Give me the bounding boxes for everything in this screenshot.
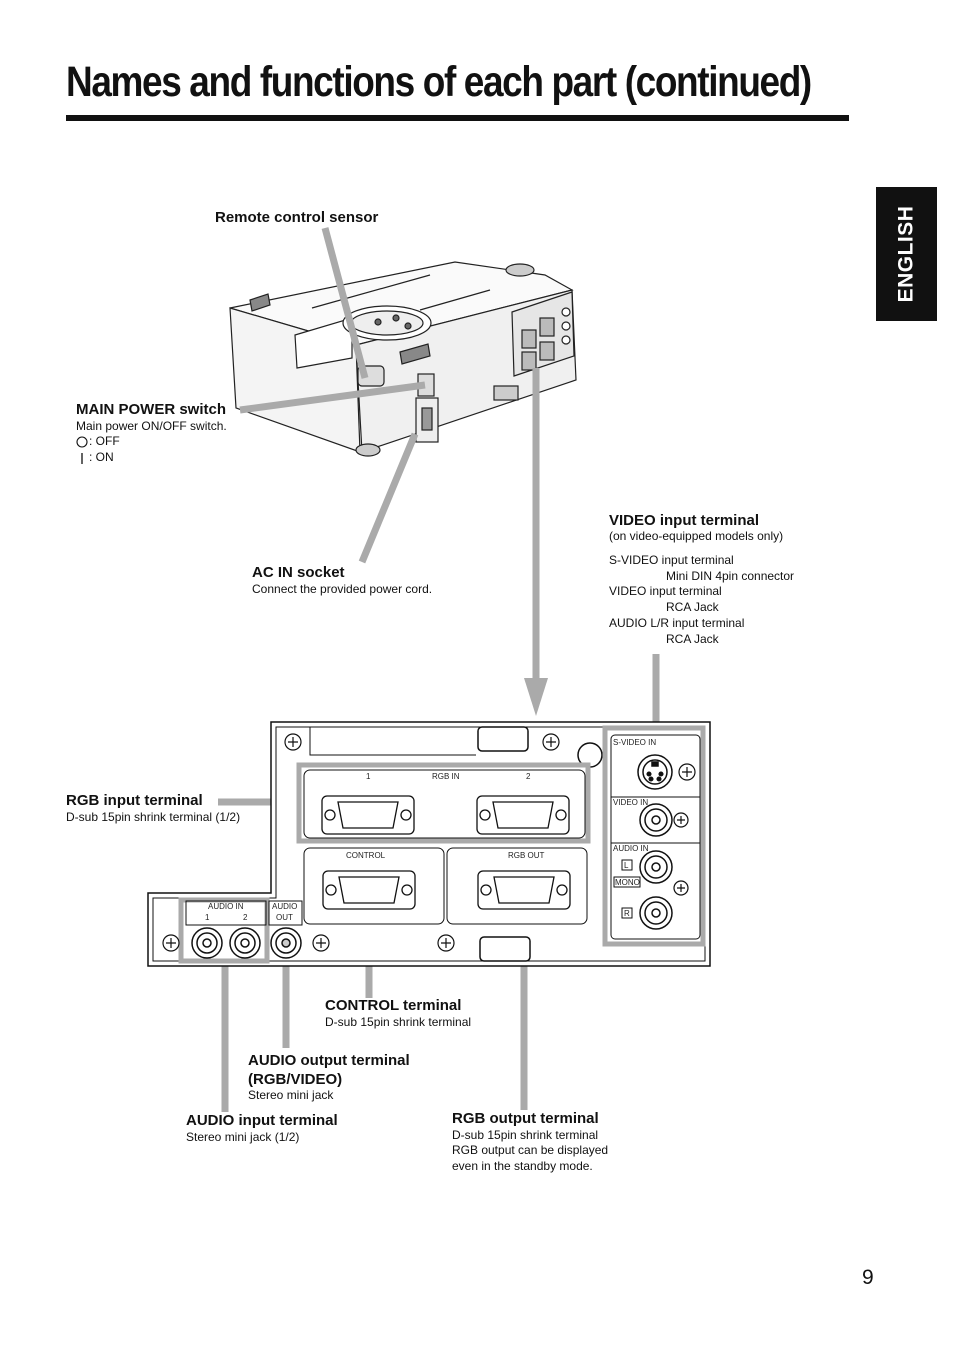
d-sub-connectors xyxy=(321,795,571,910)
audio-out-label-2: OUT xyxy=(276,913,293,922)
rgb-input-desc: D-sub 15pin shrink terminal (1/2) xyxy=(66,810,241,824)
video-input-line-1: S-VIDEO input terminal xyxy=(609,553,734,567)
rgb-out-label: RGB OUT xyxy=(508,851,545,860)
page-title: Names and functions of each part (contin… xyxy=(66,58,812,106)
rgb-out-connector xyxy=(477,870,571,910)
video-panel-arrowhead xyxy=(524,678,548,716)
ac-in-leader xyxy=(358,432,419,564)
language-tab: ENGLISH xyxy=(876,187,937,321)
remote-sensor-leader xyxy=(321,227,369,379)
audio-output-title: AUDIO output terminal xyxy=(248,1052,410,1069)
rgb-in-label: RGB IN xyxy=(432,772,460,781)
rgb-output-title: RGB output terminal xyxy=(452,1110,599,1127)
ac-in-title: AC IN socket xyxy=(252,564,345,581)
video-input-title: VIDEO input terminal xyxy=(609,512,760,529)
projector-illustration xyxy=(229,261,577,457)
rgb-in-2-label: 2 xyxy=(526,772,531,781)
screws xyxy=(162,733,696,952)
main-power-on: : ON xyxy=(89,450,114,464)
rgb-in-1-connector xyxy=(321,795,415,835)
audio-in-label: AUDIO IN xyxy=(208,902,244,911)
main-power-leader xyxy=(239,381,426,414)
s-video-in-label: S-VIDEO IN xyxy=(613,738,656,747)
rgb-in-2-connector xyxy=(476,795,570,835)
control-panel-label: CONTROL xyxy=(346,851,386,860)
video-in-label: VIDEO IN xyxy=(613,798,648,807)
audio-jacks xyxy=(191,927,302,959)
main-power-off: : OFF xyxy=(89,434,120,448)
audio-output-desc: Stereo mini jack xyxy=(248,1088,334,1102)
video-input-line-5: AUDIO L/R input terminal xyxy=(609,616,745,630)
audio-in-2-label: 2 xyxy=(243,913,248,922)
audio-output-title-2: (RGB/VIDEO) xyxy=(248,1071,343,1088)
off-symbol xyxy=(76,436,88,448)
audio-input-title: AUDIO input terminal xyxy=(186,1112,338,1129)
rgb-output-line-1: D-sub 15pin shrink terminal xyxy=(452,1128,599,1142)
video-input-line-6: RCA Jack xyxy=(666,632,719,646)
page-number: 9 xyxy=(862,1266,874,1289)
video-input-line-2: Mini DIN 4pin connector xyxy=(666,569,795,583)
video-input-note: (on video-equipped models only) xyxy=(609,529,784,543)
control-connector xyxy=(322,870,416,910)
main-power-desc: Main power ON/OFF switch. xyxy=(76,419,227,433)
rgb-output-line-2: RGB output can be displayed xyxy=(452,1143,609,1157)
ac-in-desc: Connect the provided power cord. xyxy=(252,582,433,596)
control-title: CONTROL terminal xyxy=(325,997,462,1014)
l-label: L xyxy=(624,861,629,870)
rgb-in-1-label: 1 xyxy=(366,772,371,781)
video-input-line-4: RCA Jack xyxy=(666,600,719,614)
audio-input-desc: Stereo mini jack (1/2) xyxy=(186,1130,300,1144)
control-desc: D-sub 15pin shrink terminal xyxy=(325,1015,472,1029)
audio-out-label-1: AUDIO xyxy=(272,902,297,911)
video-jacks xyxy=(637,754,673,930)
audio-in-right-label: AUDIO IN xyxy=(613,844,649,853)
video-input-line-3: VIDEO input terminal xyxy=(609,584,722,598)
remote-sensor-title: Remote control sensor xyxy=(215,209,379,226)
rgb-output-line-3: even in the standby mode. xyxy=(452,1159,593,1173)
main-power-title: MAIN POWER switch xyxy=(76,401,227,418)
title-rule xyxy=(66,115,849,121)
mono-label: MONO xyxy=(615,878,640,887)
r-label: R xyxy=(624,909,630,918)
audio-in-1-label: 1 xyxy=(205,913,210,922)
rgb-input-title: RGB input terminal xyxy=(66,792,203,809)
